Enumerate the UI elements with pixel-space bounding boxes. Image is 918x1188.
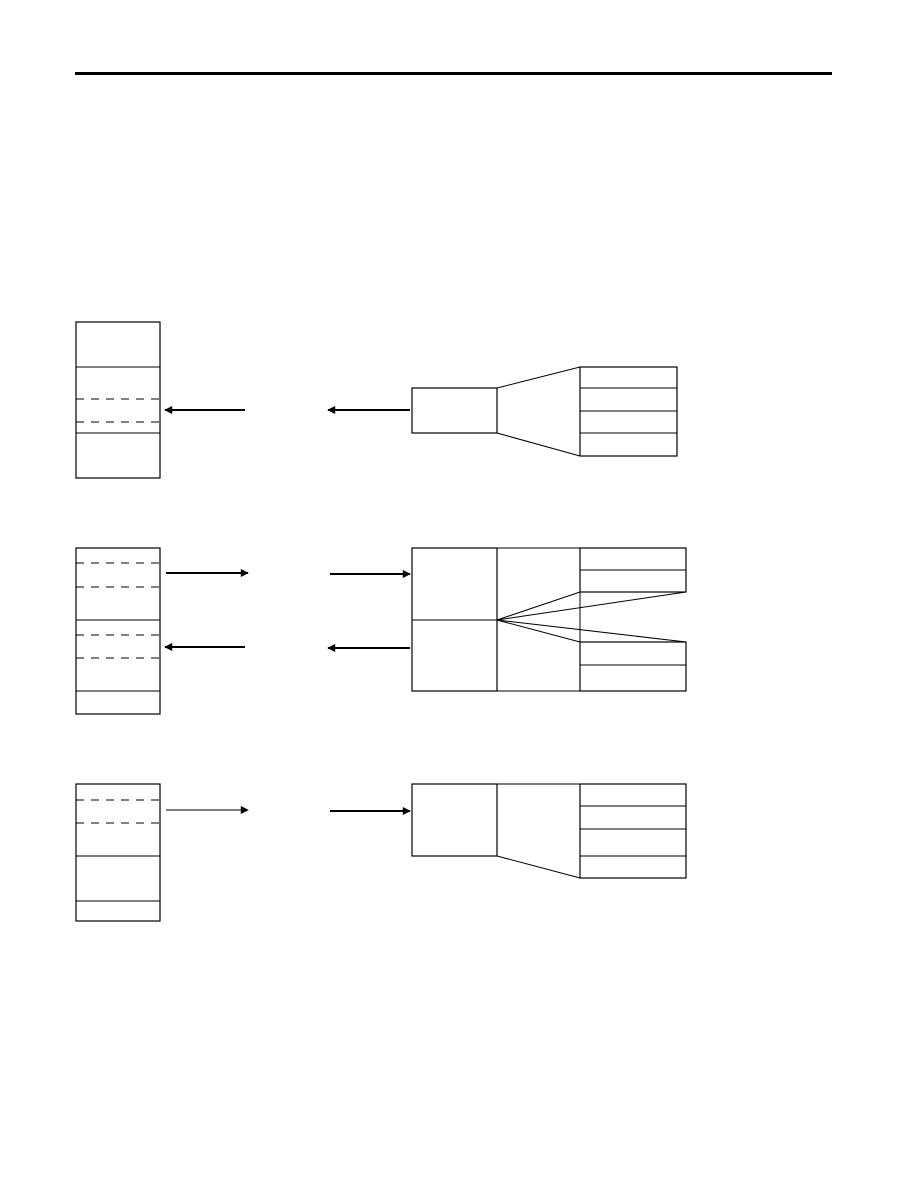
fan-line	[496, 855, 581, 879]
panel-2	[75, 547, 687, 715]
fan-line	[496, 619, 581, 643]
header-rule	[75, 72, 832, 75]
fan-out-table-2b	[579, 641, 687, 692]
block-pair	[411, 547, 498, 692]
fan-line	[496, 591, 687, 621]
memory-stack-2	[75, 547, 161, 715]
fan-line	[496, 619, 687, 643]
panel-3	[75, 783, 687, 922]
block	[411, 387, 498, 434]
panel-1	[75, 321, 678, 479]
fan-line	[496, 366, 581, 389]
fan-out-table-2a	[579, 547, 687, 593]
memory-stack-1	[75, 321, 161, 479]
fan-out-table-3	[579, 783, 687, 879]
fan-out-table-1	[579, 366, 678, 457]
fan-line	[496, 432, 581, 457]
fan-line	[496, 591, 581, 621]
memory-stack-3	[75, 783, 161, 922]
block	[411, 783, 498, 857]
